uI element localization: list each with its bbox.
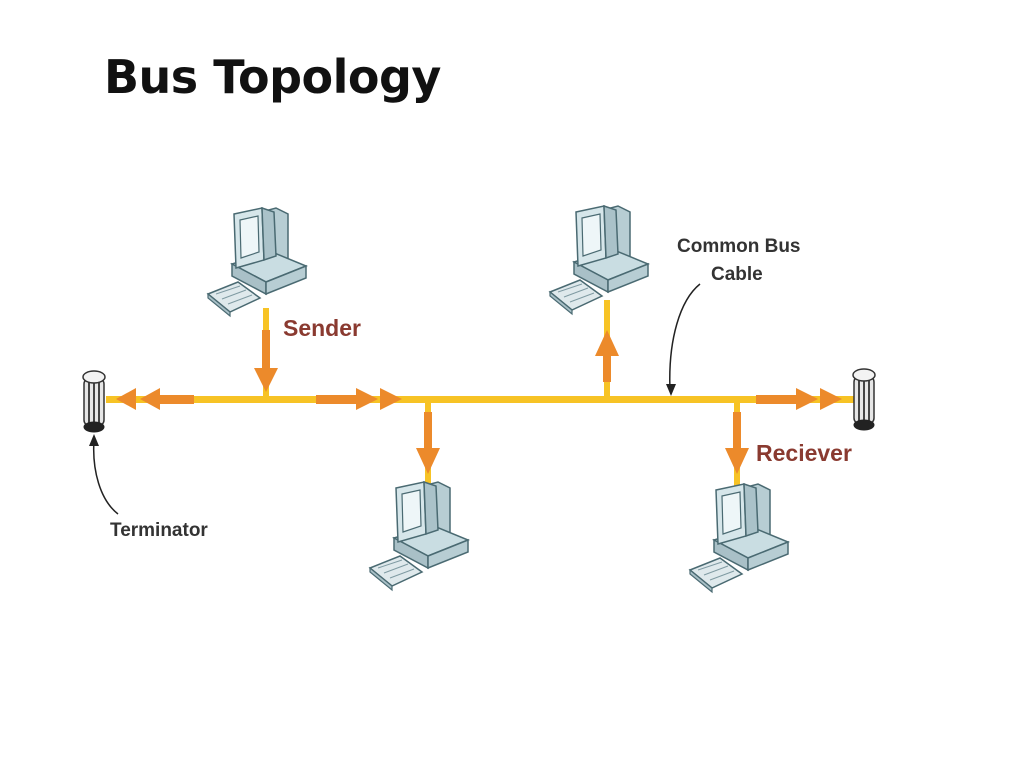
common-bus-cable-pointer — [669, 283, 701, 391]
terminator-right-icon — [852, 368, 876, 431]
receiver-computer-icon — [689, 483, 789, 593]
sender-drop-arrow — [254, 308, 278, 398]
receiver-drop-arrow — [725, 400, 749, 486]
common-bus-cable-pointer-head — [666, 384, 676, 396]
top-right-drop-arrow — [595, 300, 619, 398]
bus-arrow-middle — [316, 388, 402, 410]
bus-arrow-left — [116, 388, 194, 410]
common-bus-cable-label-line2: Cable — [711, 264, 763, 285]
bus-arrow-right — [756, 388, 842, 410]
slide-title: Bus Topology — [104, 50, 441, 104]
bottom-left-computer-icon — [369, 481, 469, 591]
terminator-left-icon — [82, 370, 106, 433]
sender-computer-icon — [207, 207, 307, 317]
terminator-pointer-head — [89, 434, 99, 446]
terminator-pointer — [92, 439, 119, 515]
common-bus-cable-label-line1: Common Bus — [677, 236, 801, 257]
top-right-computer-icon — [549, 205, 649, 315]
receiver-label: Reciever — [756, 440, 852, 466]
bus-cable — [106, 396, 858, 403]
sender-label: Sender — [283, 315, 361, 341]
bottom-left-drop-arrow — [416, 400, 440, 488]
terminator-label: Terminator — [110, 520, 208, 541]
